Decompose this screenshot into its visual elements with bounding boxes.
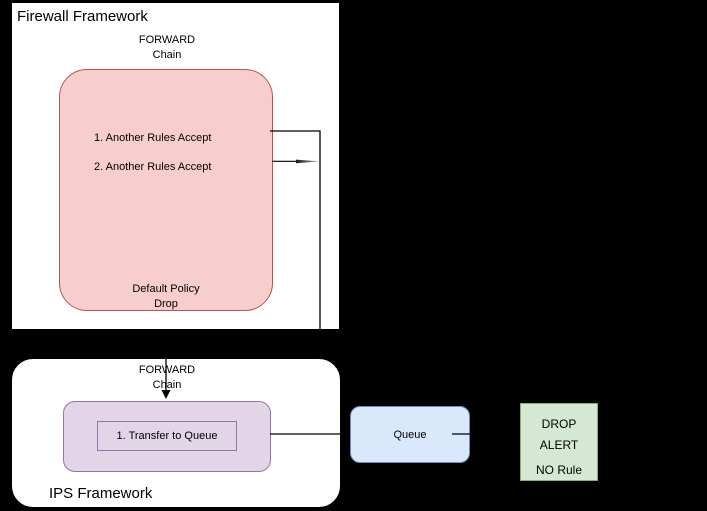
drop-alert-line2: ALERT <box>539 438 579 452</box>
firewall-rule-2: 2. Another Rules Accept <box>94 161 212 173</box>
ips-rules-node: 1. Transfer to Queue <box>63 401 271 472</box>
ips-forward-chain-line2: Chain <box>152 379 182 391</box>
firewall-default-policy-label: Default Policy Drop <box>60 282 272 312</box>
ips-forward-chain-label: FORWARD Chain <box>97 363 237 393</box>
queue-label: Queue <box>393 428 427 441</box>
firewall-framework-title: Firewall Framework <box>17 8 148 25</box>
ips-rule-1-label: 1. Transfer to Queue <box>116 430 218 442</box>
firewall-rules-node: 1. Another Rules Accept 2. Another Rules… <box>59 69 273 311</box>
ips-framework-container: FORWARD Chain 1. Transfer to Queue IPS F… <box>11 358 341 508</box>
queue-node: Queue <box>350 406 470 463</box>
firewall-default-policy-line1: Default Policy <box>132 283 200 295</box>
firewall-forward-chain-line1: FORWARD <box>138 34 196 46</box>
firewall-rule-1: 1. Another Rules Accept <box>94 132 212 144</box>
firewall-default-policy-line2: Drop <box>154 298 178 310</box>
drop-alert-node: DROP ALERT NO Rule <box>520 403 598 481</box>
drop-alert-line1: DROP <box>541 417 577 431</box>
ips-forward-chain-line1: FORWARD <box>138 364 196 376</box>
firewall-framework-container: Firewall Framework FORWARD Chain 1. Anot… <box>11 2 340 330</box>
drop-alert-line3: NO Rule <box>535 463 582 477</box>
firewall-forward-chain-line2: Chain <box>152 49 182 61</box>
firewall-forward-chain-label: FORWARD Chain <box>97 33 237 63</box>
ips-rule-1: 1. Transfer to Queue <box>97 421 237 451</box>
ips-framework-title: IPS Framework <box>49 485 153 502</box>
